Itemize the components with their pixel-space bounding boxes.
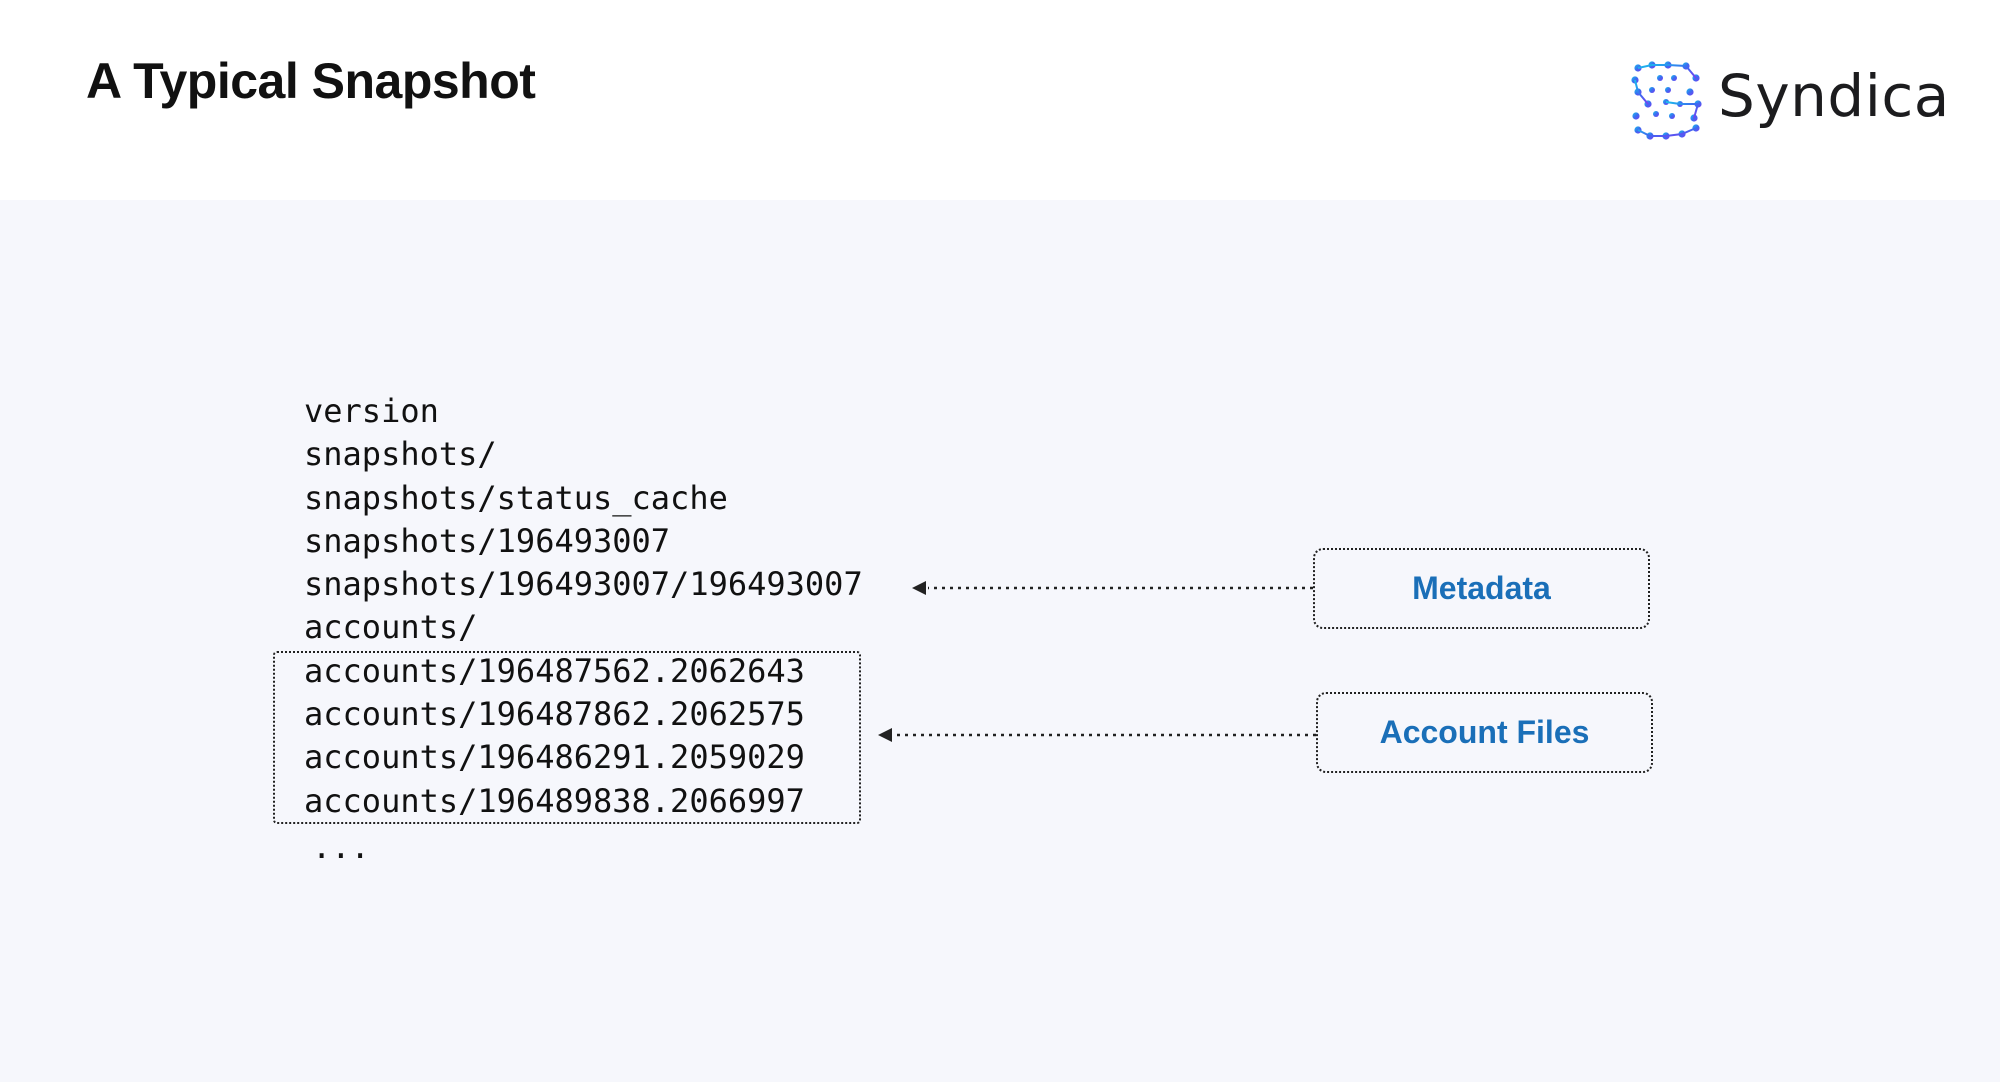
page-title: A Typical Snapshot	[86, 53, 536, 109]
file-entry: version	[304, 392, 439, 430]
file-entry: snapshots/	[304, 435, 497, 474]
file-entry: accounts/	[304, 608, 478, 647]
file-entry-account: accounts/196487862.2062575	[304, 695, 805, 734]
file-entry-account: accounts/196486291.2059029	[304, 738, 805, 777]
file-entry: snapshots/196493007	[304, 521, 671, 560]
syndica-logo-icon	[1631, 61, 1702, 140]
listing-ellipsis: ...	[312, 828, 370, 866]
file-entry: snapshots/status_cache	[304, 478, 728, 517]
file-listing: version snapshots/ snapshots/status_cach…	[304, 390, 863, 823]
metadata-callout: Metadata	[1313, 548, 1650, 629]
diagram-canvas	[0, 200, 2000, 1082]
account-files-group-box	[273, 651, 861, 824]
logo-wordmark: Syndica	[1718, 62, 1950, 130]
account-files-callout: Account Files	[1316, 692, 1653, 773]
file-entry-account: accounts/196489838.2066997	[304, 781, 805, 820]
file-entry-metadata: snapshots/196493007/196493007	[304, 565, 863, 604]
syndica-logo: Syndica	[1630, 56, 1949, 146]
file-entry-account: accounts/196487562.2062643	[304, 651, 805, 690]
header: A Typical Snapshot	[0, 0, 2000, 200]
